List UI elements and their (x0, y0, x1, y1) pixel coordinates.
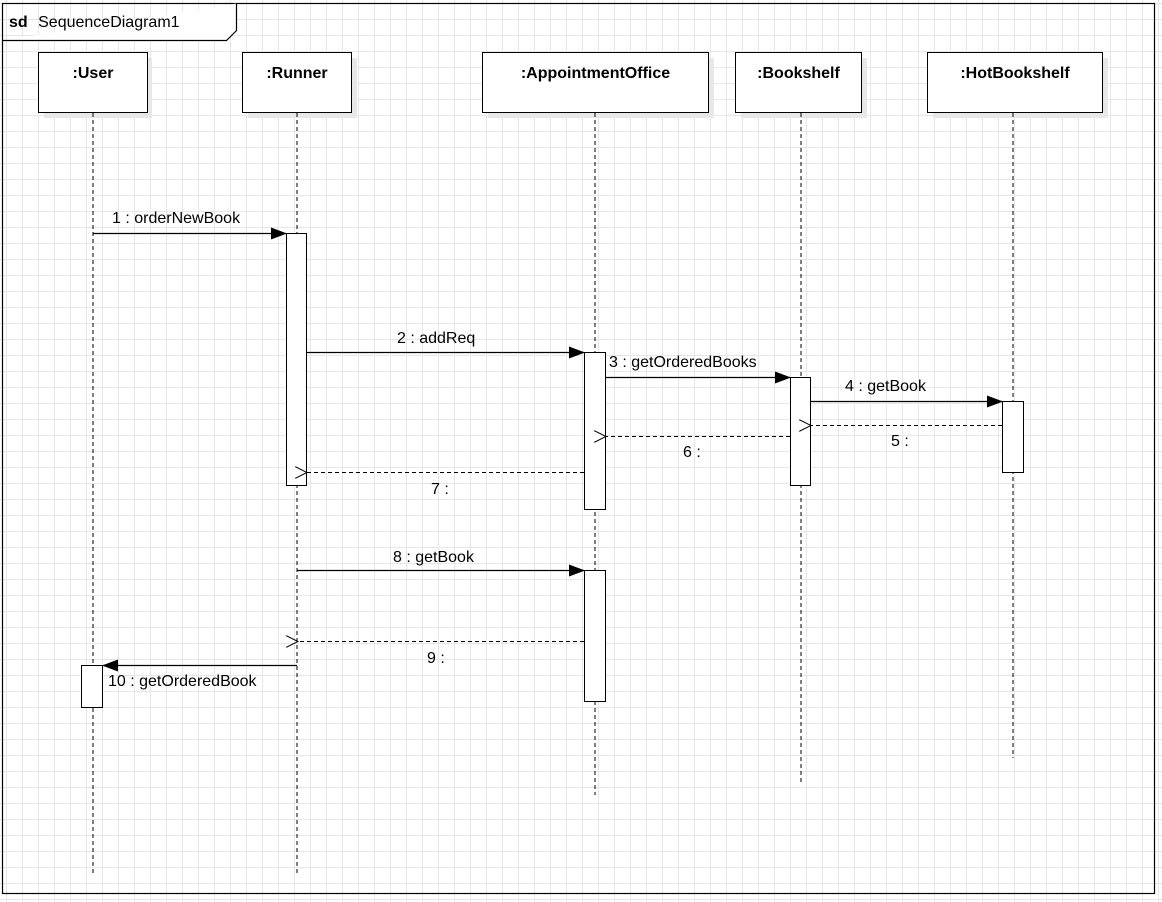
message-5[interactable]: 5 : (811, 426, 1002, 451)
activation-hotbookshelf[interactable] (1002, 401, 1024, 473)
lifeline-label-office: :AppointmentOffice (521, 65, 670, 82)
lifeline-head-runner[interactable] (242, 52, 352, 113)
message-9-label: 9 : (427, 650, 445, 667)
message-3-label: 3 : getOrderedBooks (609, 354, 757, 371)
message-4-label: 4 : getBook (845, 378, 927, 395)
message-5-label: 5 : (891, 433, 909, 450)
activation-office-1[interactable] (584, 352, 606, 510)
frame-keyword: sd (9, 14, 28, 31)
message-6-label: 6 : (683, 444, 701, 461)
activation-user[interactable] (81, 665, 103, 708)
message-2-label: 2 : addReq (397, 330, 475, 347)
lifeline-head-hotbookshelf[interactable] (927, 52, 1103, 113)
frame-tab-label: sd SequenceDiagram1 (9, 14, 180, 31)
frame-tab (2, 3, 238, 42)
message-7[interactable]: 7 : (307, 473, 584, 499)
message-2[interactable]: 2 : addReq (307, 330, 585, 359)
lifeline-label-user: :User (73, 65, 114, 82)
message-4[interactable]: 4 : getBook (811, 378, 1003, 408)
message-6[interactable]: 6 : (606, 437, 790, 462)
lifeline-head-office[interactable] (482, 52, 709, 113)
activation-runner[interactable] (286, 233, 307, 486)
activation-office-2[interactable] (584, 570, 606, 702)
message-7-label: 7 : (431, 481, 449, 498)
message-8[interactable]: 8 : getBook (297, 549, 585, 577)
message-10[interactable]: 10 : getOrderedBook (102, 659, 297, 691)
lifeline-label-bookshelf: :Bookshelf (757, 65, 840, 82)
message-3[interactable]: 3 : getOrderedBooks (606, 354, 791, 384)
message-8-label: 8 : getBook (393, 549, 475, 566)
lifeline-head-user[interactable] (38, 52, 148, 113)
lifeline-bookshelf[interactable]: :Bookshelf (735, 52, 868, 786)
lifeline-label-runner: :Runner (266, 65, 327, 82)
message-9[interactable]: 9 : (298, 642, 584, 668)
lifeline-user[interactable]: :User (38, 52, 153, 874)
lifeline-hotbookshelf[interactable]: :HotBookshelf (927, 52, 1109, 759)
frame-name: SequenceDiagram1 (38, 14, 180, 31)
message-10-label: 10 : getOrderedBook (108, 673, 258, 690)
lifeline-office[interactable]: :AppointmentOffice (482, 52, 715, 796)
lifeline-head-bookshelf[interactable] (735, 52, 862, 113)
message-1[interactable]: 1 : orderNewBook (93, 210, 287, 240)
lifeline-label-hotbookshelf: :HotBookshelf (960, 65, 1070, 82)
activation-bookshelf[interactable] (790, 377, 811, 486)
lifeline-runner[interactable]: :Runner (242, 52, 358, 874)
message-1-label: 1 : orderNewBook (112, 210, 241, 227)
